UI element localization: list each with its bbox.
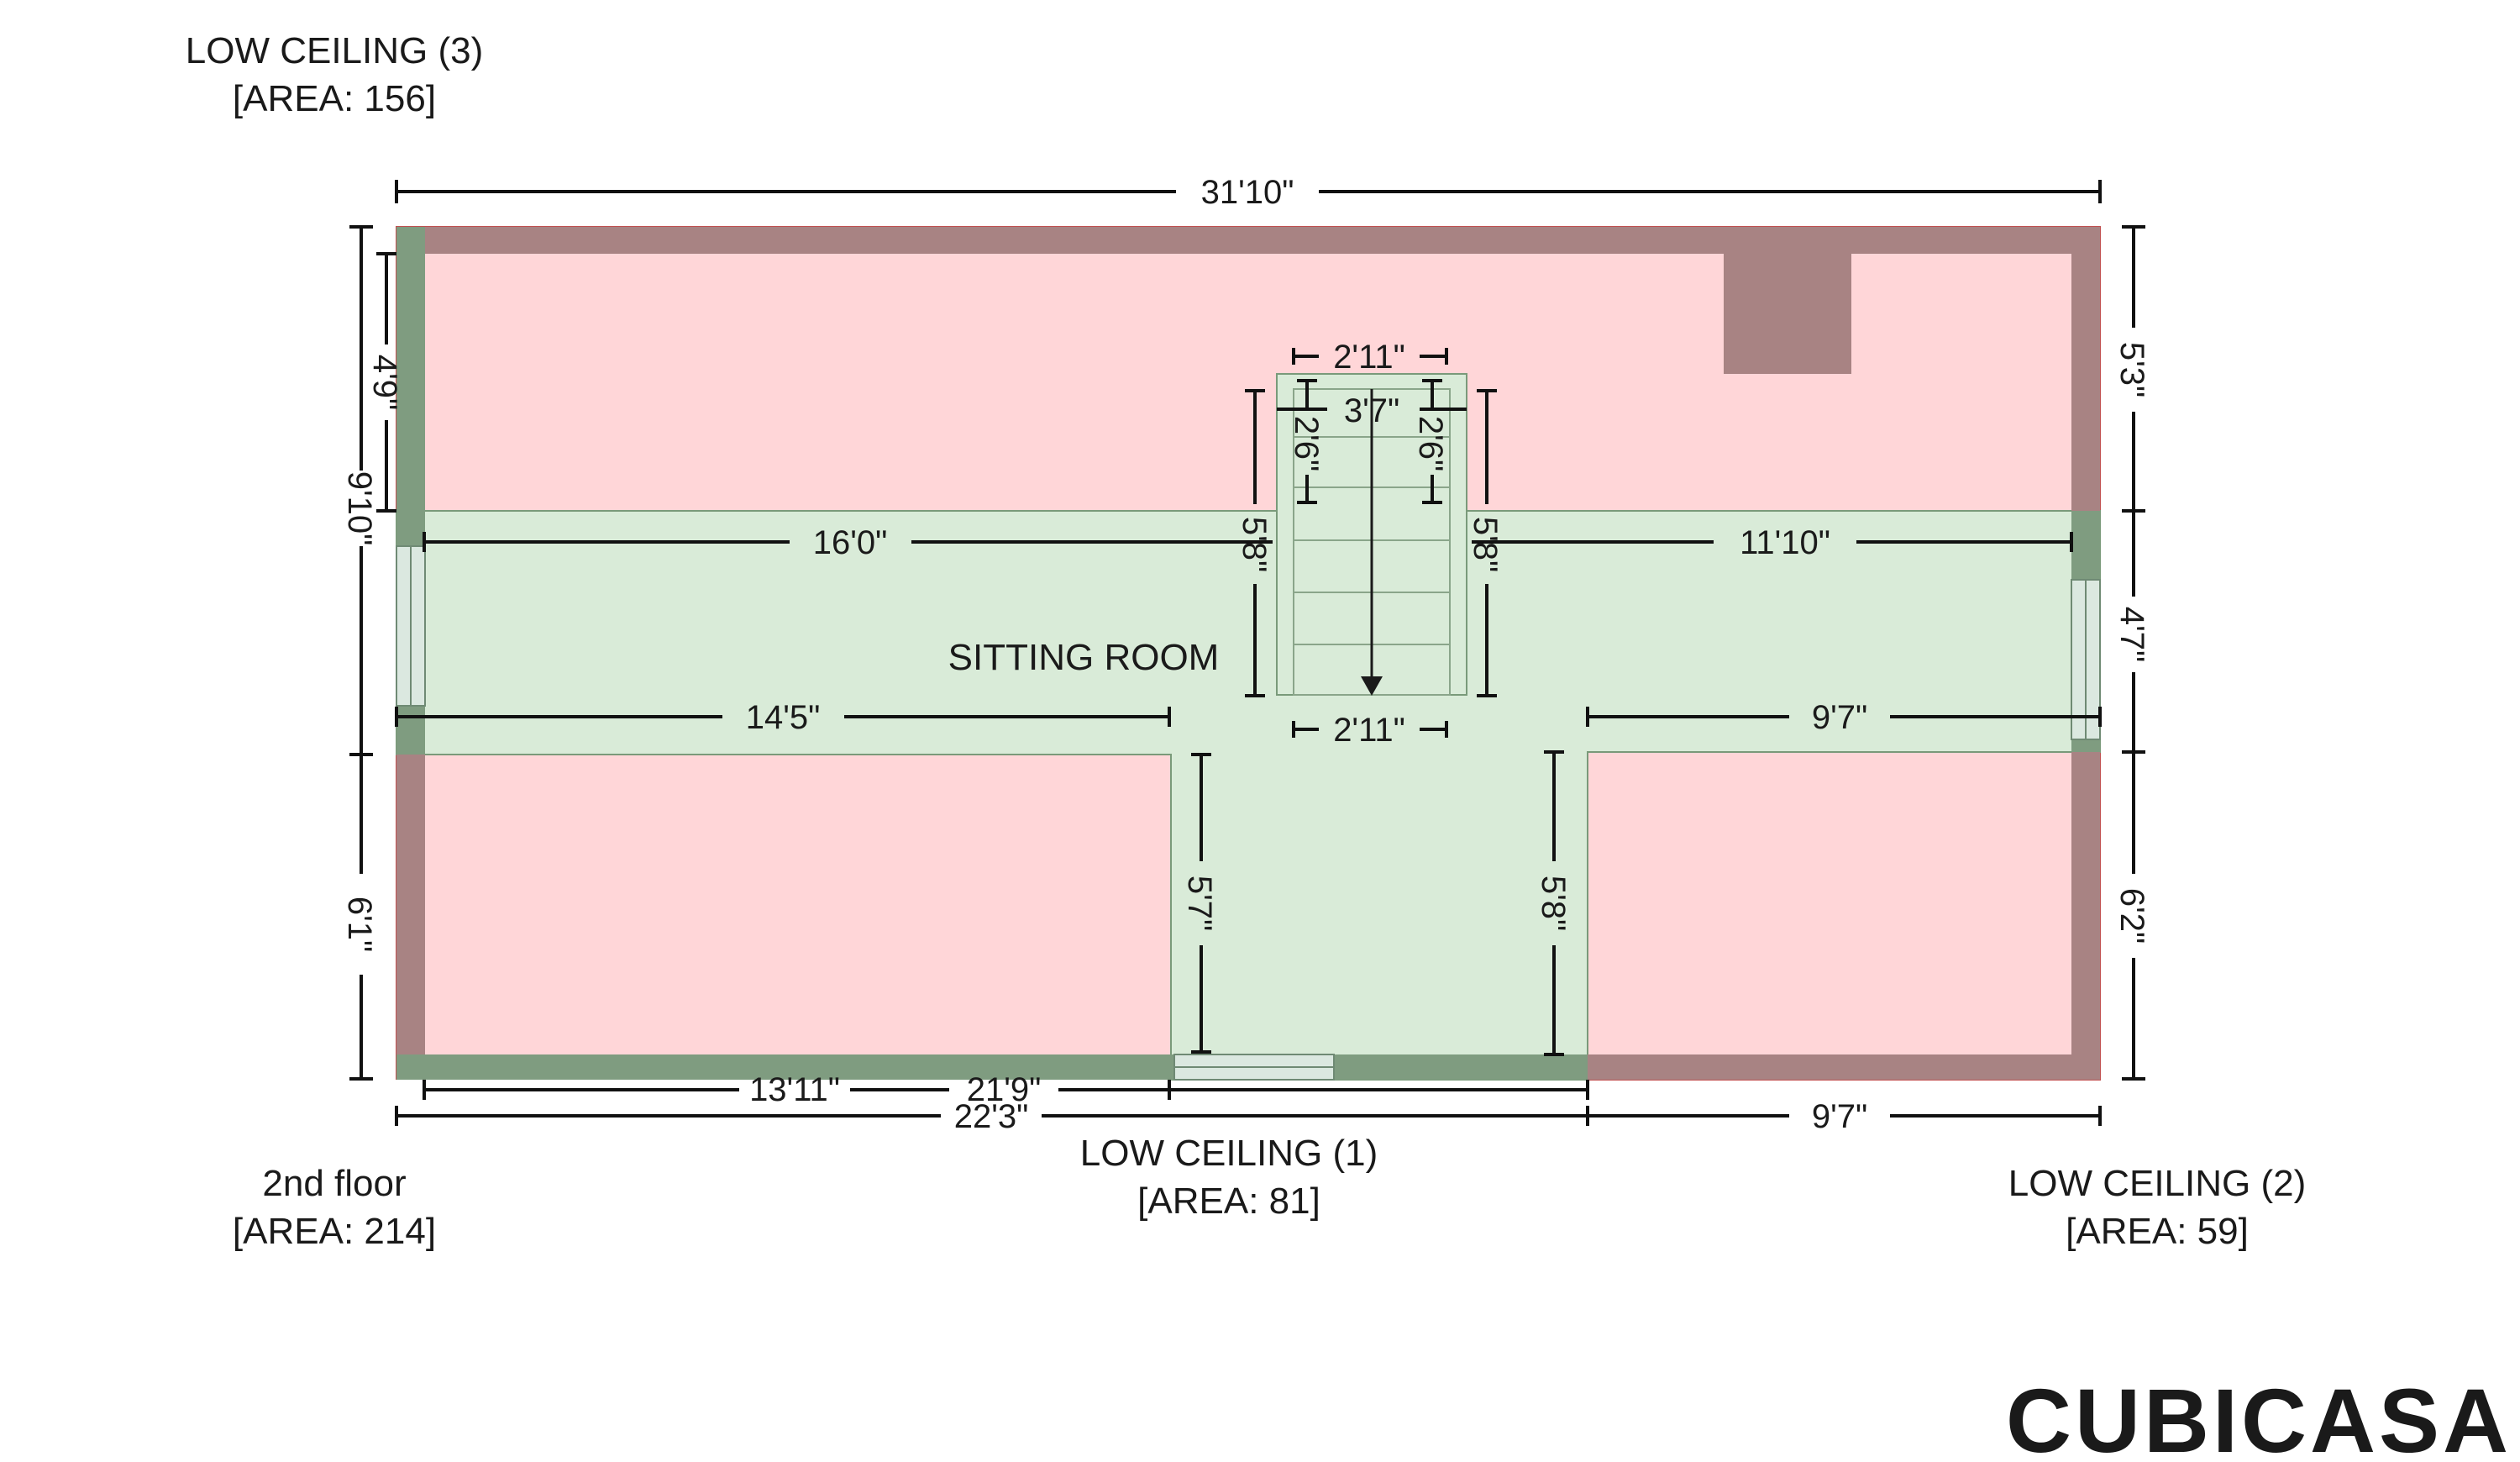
dim-bottom-9-7: 9'7" [1812, 1098, 1867, 1135]
dim-lower-right-height: 5'8" [1535, 876, 1572, 931]
stair-arrow-icon [1361, 676, 1383, 696]
room-label-sitting-room: SITTING ROOM [948, 637, 1220, 678]
dim-stair-right-inner: 2'6" [1412, 416, 1449, 471]
wall-left-lower [396, 755, 425, 1079]
wall-bottom-right [1588, 1054, 2100, 1080]
area-label-low-ceiling-2: LOW CEILING (2) [2008, 1163, 2307, 1204]
dim-left-total-upper: 9'10" [341, 471, 378, 546]
dim-stair-top-outer: 2'11" [1333, 339, 1405, 376]
dim-stair-left-inner: 2'6" [1288, 416, 1325, 471]
wall-bottom-left [396, 1054, 1588, 1080]
dim-left-upper-inner: 4'9" [366, 355, 403, 410]
dim-right-upper: 5'3" [2113, 342, 2150, 397]
dim-stair-top-inner: 3'7" [1344, 392, 1399, 429]
area-label-second-floor: 2nd floor [262, 1163, 406, 1204]
low-ceiling-right-area [1587, 751, 2101, 1081]
area-label-low-ceiling-3: LOW CEILING (3) [186, 30, 484, 71]
window-left [396, 545, 426, 707]
staircase [1276, 373, 1467, 696]
window-bottom [1173, 1054, 1335, 1081]
wall-left-upper [396, 227, 425, 511]
dim-stair-left-outer: 5'8" [1236, 517, 1273, 572]
dim-lower-left-height: 5'7" [1181, 876, 1218, 931]
area-value-second-floor: [AREA: 214] [233, 1211, 436, 1252]
area-value-low-ceiling-2: [AREA: 59] [2066, 1211, 2249, 1252]
wall-right-upper [2071, 227, 2100, 511]
dim-left-lower: 6'1" [341, 897, 378, 952]
dim-corridor-left: 16'0" [813, 524, 888, 561]
chimney [1724, 252, 1851, 374]
area-value-low-ceiling-1: [AREA: 81] [1137, 1181, 1320, 1222]
dim-room-right-width: 9'7" [1812, 699, 1867, 736]
dim-corridor-right: 11'10" [1740, 524, 1830, 561]
dim-bottom-13-11: 13'11" [749, 1071, 840, 1108]
window-right [2071, 579, 2101, 740]
wall-top [396, 227, 2100, 254]
dim-room-left-width: 14'5" [746, 699, 821, 736]
low-ceiling-left-area [396, 754, 1172, 1080]
dim-stair-bottom: 2'11" [1333, 712, 1405, 749]
dimension-lines [349, 180, 2145, 1126]
dim-top-overall: 31'10" [1201, 174, 1294, 211]
dim-right-middle: 4'7" [2113, 607, 2150, 662]
dim-bottom-22-3: 22'3" [954, 1098, 1029, 1135]
dim-right-lower: 6'2" [2113, 888, 2150, 944]
dim-stair-right-outer: 5'8" [1467, 517, 1504, 572]
wall-right-lower [2071, 752, 2100, 1080]
dim-bottom-21-9: 21'9" [967, 1071, 1042, 1108]
cubicasa-watermark: CUBICASA [2006, 1370, 2512, 1462]
area-value-low-ceiling-3: [AREA: 156] [233, 78, 436, 119]
area-label-low-ceiling-1: LOW CEILING (1) [1080, 1133, 1378, 1174]
